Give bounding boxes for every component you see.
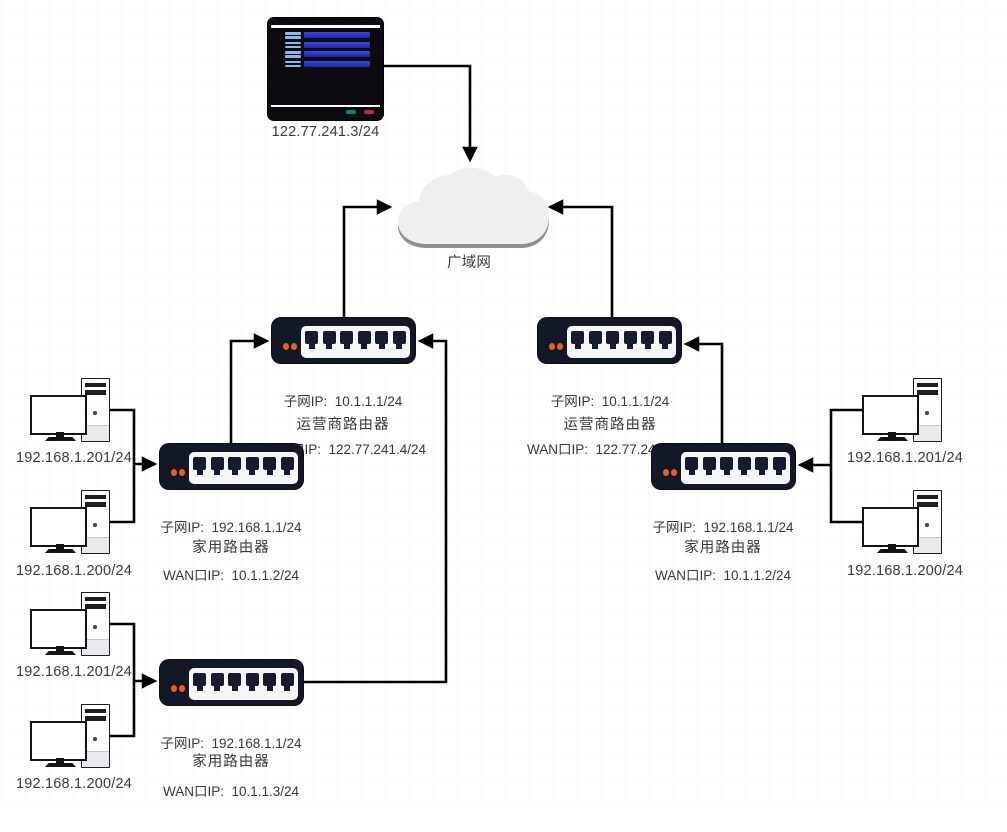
router-led-icon	[179, 469, 185, 476]
home-router-right-ips: 子网IP: 192.168.1.1/24 WAN口IP: 10.1.1.2/24	[632, 488, 814, 616]
server-ip-label: 122.77.241.3/24	[271, 124, 380, 140]
router-led-icon	[671, 469, 677, 476]
home-router-left-ips: 子网IP: 192.168.1.1/24 WAN口IP: 10.1.1.2/24	[140, 488, 322, 616]
home-router-right-icon	[652, 444, 795, 489]
wire-ispleft-to-cloud	[342, 199, 393, 318]
wan-ip-label: WAN口IP: 10.1.1.2/24	[654, 568, 792, 583]
pc-ip-label: 192.168.1.200/24	[15, 776, 133, 792]
router-led-icon	[171, 469, 177, 476]
isp-router-right-name: 运营商路由器	[563, 417, 657, 433]
home-router-left-icon	[160, 444, 303, 489]
wire-bus-pcs-right	[829, 408, 864, 524]
subnet-ip-label: 子网IP: 192.168.1.1/24	[160, 520, 302, 535]
router-led-icon	[291, 343, 297, 350]
pc-icon	[30, 378, 111, 442]
subnet-ip-label: 子网IP: 10.1.1.1/24	[550, 394, 670, 409]
home-router-right-name: 家用路由器	[684, 540, 762, 556]
home-router-bottom-ips: 子网IP: 192.168.1.1/24 WAN口IP: 10.1.1.3/24	[140, 704, 322, 832]
pc-icon	[30, 490, 111, 554]
router-led-icon	[171, 685, 177, 692]
isp-router-right-icon	[538, 318, 681, 363]
network-topology-diagram: 122.77.241.3/24 广域网 子网IP: 10.1.1.1/24 WA…	[0, 0, 1007, 805]
pc-icon	[30, 704, 111, 768]
router-ports	[189, 452, 298, 484]
home-router-bottom-icon	[160, 660, 303, 705]
router-led-icon	[283, 343, 289, 350]
wire-server-to-cloud	[383, 64, 478, 163]
pc-icon	[862, 378, 943, 442]
isp-router-left-name: 运营商路由器	[296, 417, 390, 433]
router-led-icon	[663, 469, 669, 476]
wan-cloud-icon	[398, 167, 549, 248]
server-screen	[285, 32, 370, 67]
pc-icon	[862, 490, 943, 554]
router-led-icon	[549, 343, 555, 350]
pc-ip-label: 192.168.1.201/24	[846, 450, 964, 466]
pc-ip-label: 192.168.1.200/24	[846, 563, 964, 579]
wire-bus-pcs-topleft	[110, 408, 136, 524]
wan-cloud-label: 广域网	[446, 255, 492, 271]
home-router-bottom-name: 家用路由器	[192, 754, 270, 770]
connector-lines	[110, 64, 864, 738]
wan-ip-label: WAN口IP: 10.1.1.3/24	[162, 784, 300, 799]
pc-icon	[30, 592, 111, 656]
subnet-ip-label: 子网IP: 10.1.1.1/24	[283, 394, 403, 409]
pc-ip-label: 192.168.1.200/24	[15, 563, 133, 579]
server-icon	[268, 18, 383, 120]
router-led-icon	[557, 343, 563, 350]
wire-ispright-to-cloud	[547, 199, 614, 318]
pc-ip-label: 192.168.1.201/24	[15, 450, 133, 466]
subnet-ip-label: 子网IP: 192.168.1.1/24	[160, 736, 302, 751]
router-ports	[301, 326, 410, 358]
subnet-ip-label: 子网IP: 192.168.1.1/24	[652, 520, 794, 535]
router-ports	[189, 668, 298, 700]
router-led-icon	[179, 685, 185, 692]
isp-router-right-ips: 子网IP: 10.1.1.1/24 WAN口IP: 122.77.241.5/2…	[519, 362, 701, 490]
router-ports	[681, 452, 790, 484]
wire-bus-pcs-bottomleft	[110, 622, 136, 738]
wan-ip-label: WAN口IP: 10.1.1.2/24	[162, 568, 300, 583]
pc-ip-label: 192.168.1.201/24	[15, 664, 133, 680]
server-green-led-icon	[346, 110, 356, 114]
home-router-left-name: 家用路由器	[192, 540, 270, 556]
router-ports	[567, 326, 676, 358]
server-red-led-icon	[364, 110, 374, 114]
isp-router-left-icon	[272, 318, 415, 363]
